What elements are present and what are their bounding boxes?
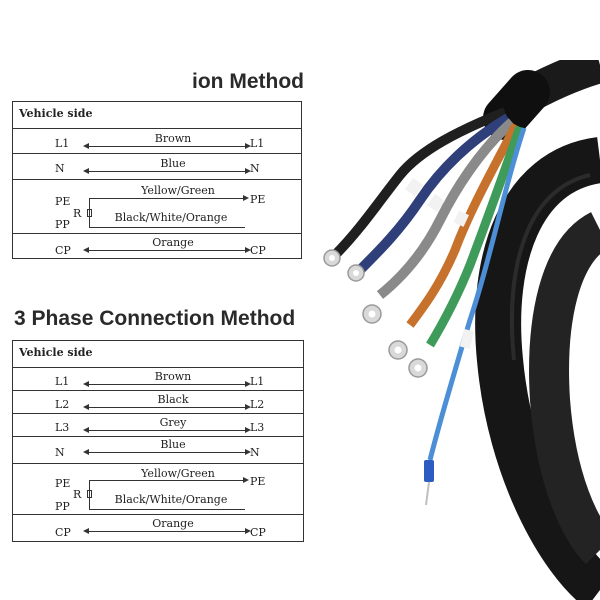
wire-color-label: Orange	[152, 517, 194, 530]
pin-left: CP	[55, 526, 71, 539]
ring-terminal	[388, 340, 408, 360]
single-phase-heading: ion Method	[192, 70, 304, 93]
wire-color-label: Orange	[152, 236, 194, 249]
table-header-row: Vehicle side	[13, 102, 301, 128]
table-row-cp: CP Orange CP	[13, 514, 303, 542]
pp-left: PP	[55, 218, 70, 231]
pin-left: L3	[55, 421, 70, 434]
pin-right: L2	[250, 398, 265, 411]
connection-arrow	[83, 528, 251, 534]
marker-sleeve-l2	[427, 193, 445, 213]
connection-arrow	[83, 247, 251, 253]
pp-wire-color-label: Black/White/Orange	[114, 211, 228, 224]
connection-arrow	[83, 427, 251, 433]
table-row: N Blue N	[13, 153, 301, 179]
pe-left: PE	[55, 477, 71, 490]
pin-left: N	[55, 446, 65, 459]
table-row: L3 Grey L3	[13, 413, 303, 436]
pin-terminal	[424, 460, 434, 482]
pin-right: CP	[250, 526, 266, 539]
cable-coil-highlight	[510, 173, 591, 361]
connection-arrow	[83, 168, 251, 174]
wire-color-label: Blue	[160, 157, 186, 170]
pe-wire-color-label: Yellow/Green	[141, 184, 215, 197]
connection-arrow	[83, 404, 251, 410]
marker-sleeve-pe	[453, 210, 469, 227]
ring-terminal	[347, 264, 365, 282]
resistor-label: R	[73, 207, 82, 220]
pp-wire-color-label: Black/White/Orange	[114, 493, 228, 506]
pe-pp-link-line	[89, 480, 90, 509]
pin-right: L1	[250, 137, 265, 150]
resistor-symbol	[87, 209, 92, 217]
table-row-cp: CP Orange CP	[13, 233, 301, 259]
pin-right: N	[250, 446, 260, 459]
table-header-row: Vehicle side	[13, 341, 303, 367]
cable-coil-outer	[475, 137, 600, 600]
table-row-pe-pp: PE PP R Yellow/Green Black/White/Orange …	[13, 463, 303, 514]
pp-line	[89, 227, 245, 228]
pp-left: PP	[55, 500, 70, 513]
table-row: N Blue N	[13, 436, 303, 463]
vehicle-side-label: Vehicle side	[19, 346, 93, 359]
pin-right: L1	[250, 375, 265, 388]
pin-left: N	[55, 162, 65, 175]
ring-terminal	[362, 304, 382, 324]
pin-right: L3	[250, 421, 265, 434]
table-row-pe-pp: PE PP R Yellow/Green Black/White/Orange …	[13, 179, 301, 233]
resistor-symbol	[87, 490, 92, 498]
pe-right: PE	[250, 193, 266, 206]
connection-arrow	[83, 381, 251, 387]
wire-color-label: Brown	[154, 370, 192, 383]
marker-sleeve-l1	[405, 177, 423, 197]
wire-yellow-green	[426, 125, 525, 348]
wire-color-label: Brown	[154, 132, 192, 145]
wire-light-blue	[427, 127, 527, 461]
pin-terminal-tip	[425, 481, 430, 506]
cable-coil-inner	[529, 212, 600, 565]
pin-left: L1	[55, 375, 70, 388]
three-phase-table: Vehicle side L1 Brown L1 L2 Black L2 L3 …	[12, 340, 304, 542]
pin-left: CP	[55, 244, 71, 257]
marker-sleeve-cp	[459, 329, 475, 349]
pe-pp-link-line	[89, 198, 90, 228]
pe-wire-color-label: Yellow/Green	[141, 467, 215, 480]
pe-left: PE	[55, 195, 71, 208]
vehicle-side-label: Vehicle side	[19, 107, 93, 120]
connection-arrow	[83, 449, 251, 455]
three-phase-heading: 3 Phase Connection Method	[14, 307, 296, 330]
wire-color-label: Grey	[159, 416, 187, 429]
table-row: L1 Brown L1	[13, 128, 301, 153]
pe-arrow	[89, 195, 249, 201]
pin-left: L1	[55, 137, 70, 150]
resistor-label: R	[73, 488, 82, 501]
ev-charging-cable-photo	[323, 60, 600, 600]
wire-brown	[406, 122, 520, 328]
single-phase-table: Vehicle side L1 Brown L1 N Blue N PE PP …	[12, 101, 302, 259]
pe-arrow	[89, 477, 249, 483]
table-row: L1 Brown L1	[13, 367, 303, 390]
wire-grey	[376, 118, 516, 299]
pe-right: PE	[250, 475, 266, 488]
wire-dark-blue	[356, 113, 511, 274]
ring-terminal	[323, 249, 341, 267]
wire-color-label: Blue	[160, 438, 186, 451]
pin-left: L2	[55, 398, 70, 411]
pin-right: N	[250, 162, 260, 175]
pp-line	[89, 509, 245, 510]
cable-sleeve	[483, 70, 550, 140]
wire-color-label: Black	[157, 393, 189, 406]
ring-terminal	[408, 358, 428, 378]
pin-right: CP	[250, 244, 266, 257]
wire-black	[331, 107, 507, 259]
connection-arrow	[83, 143, 251, 149]
table-row: L2 Black L2	[13, 390, 303, 413]
